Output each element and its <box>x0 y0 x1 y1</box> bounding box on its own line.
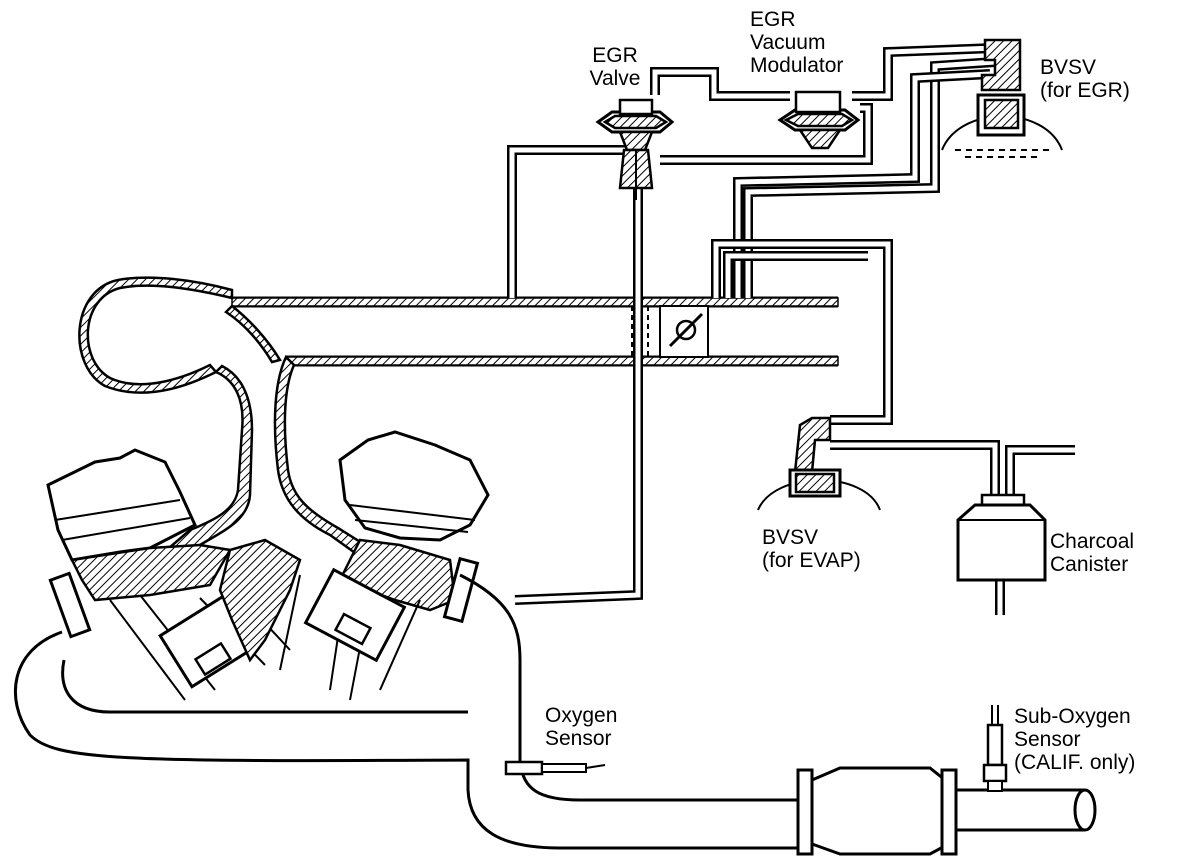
egr-vacuum-modulator <box>777 90 861 150</box>
bvsv-evap-label: BVSV (for EVAP) <box>762 526 861 572</box>
bvsv-egr-label: BVSV (for EGR) <box>1040 56 1130 102</box>
oxygen-sensor <box>504 760 606 776</box>
egr-valve-label: EGR Valve <box>589 44 641 90</box>
sub-oxygen-sensor <box>982 705 1008 792</box>
engine-block <box>46 430 490 701</box>
egr-vacuum-modulator-label: EGR Vacuum Modulator <box>750 8 844 77</box>
charcoal-canister-label: Charcoal Canister <box>1050 530 1135 576</box>
oxygen-sensor-label: Oxygen Sensor <box>545 704 618 750</box>
exhaust-system <box>13 573 1097 856</box>
bvsv-evap <box>757 416 881 511</box>
vacuum-hoses <box>507 43 1075 615</box>
egr-valve <box>595 98 675 200</box>
throttle-valve <box>631 305 709 358</box>
sub-oxygen-sensor-label: Sub-Oxygen Sensor (CALIF. only) <box>1014 705 1136 774</box>
charcoal-canister <box>956 493 1047 582</box>
bvsv-egr <box>941 38 1063 158</box>
